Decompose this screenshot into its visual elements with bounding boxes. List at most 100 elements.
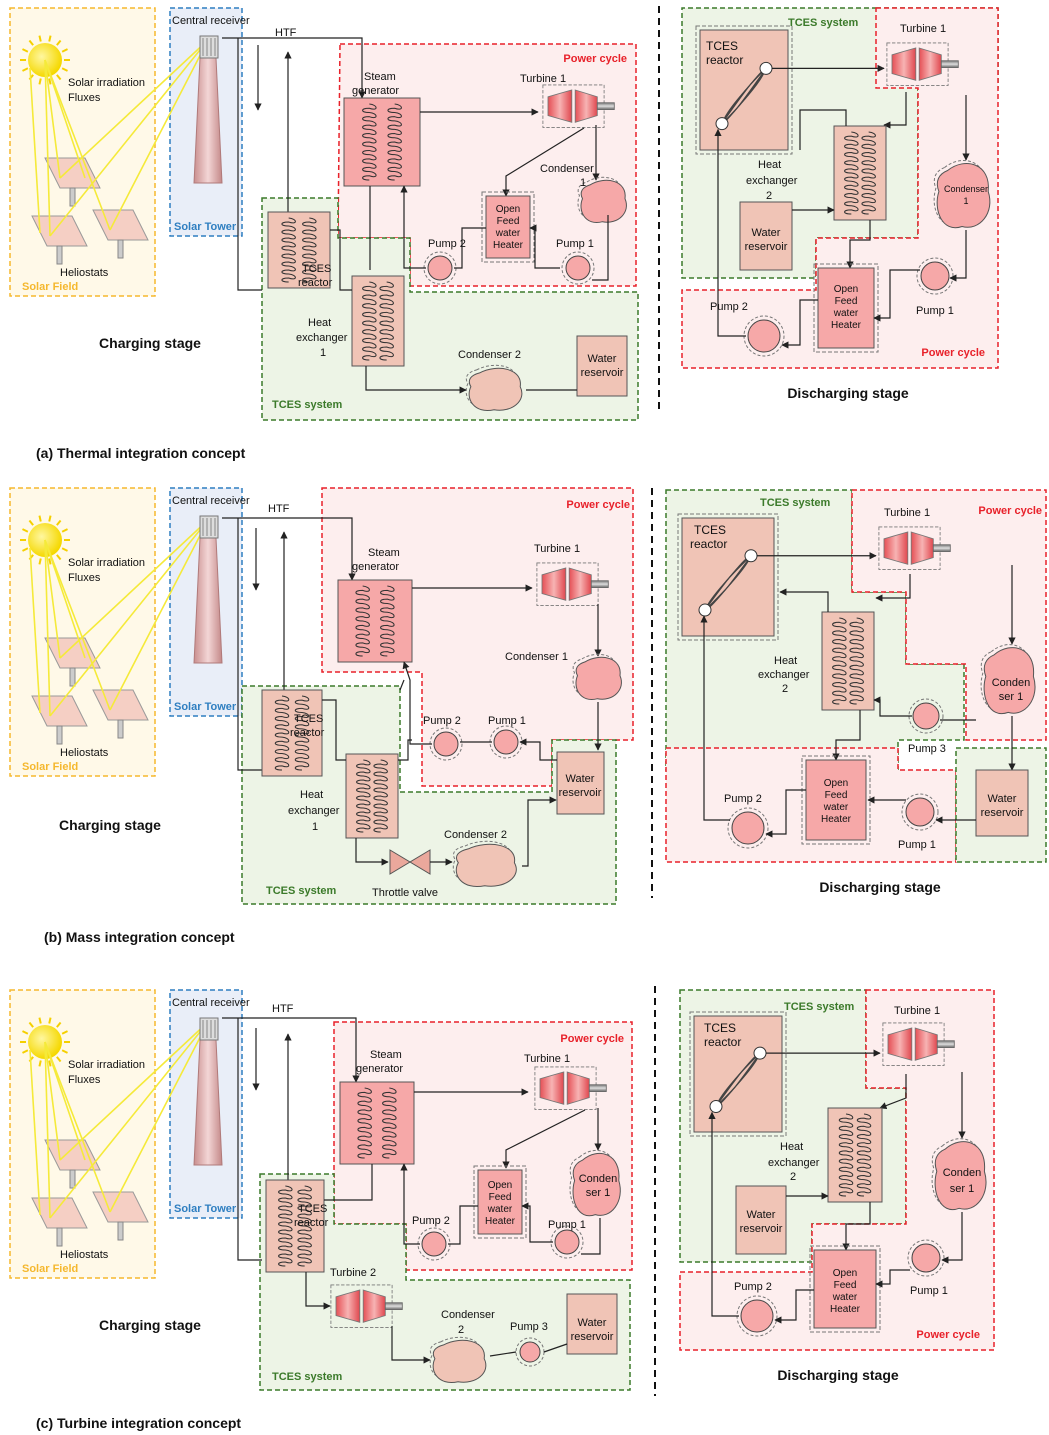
pipe-line (305, 1272, 331, 1310)
heliostat-post (117, 239, 124, 259)
condenser-2 (429, 1336, 487, 1384)
label-labels-conden: Conden (943, 1167, 982, 1179)
heliostat-panel (31, 695, 88, 727)
condenser-2 (465, 364, 523, 412)
heliostat-post (117, 1221, 124, 1241)
heliostat-post (69, 667, 76, 687)
pipe-line (774, 1289, 814, 1324)
heliostat-post (56, 1227, 63, 1247)
pump-body (740, 1299, 774, 1333)
label-labels-power_cycle: Power cycle (978, 505, 1042, 517)
label-labels-exchanger: exchanger (288, 805, 340, 817)
coil (294, 695, 310, 771)
label-labels-ser_1: ser 1 (586, 1187, 610, 1199)
label-labels-throttle_valve: Throttle valve (372, 887, 438, 899)
condenser-body (572, 1152, 621, 1217)
label-labels-ser_1: ser 1 (950, 1183, 974, 1195)
power-cycle-zone (681, 7, 999, 369)
coil (844, 131, 859, 215)
irradiation-ray (44, 1041, 111, 1213)
receiver-icon (199, 35, 219, 59)
reactor-port (759, 61, 773, 75)
label-labels-water_word: Water (988, 793, 1017, 805)
label-labels-solar_irradiation: Solar irradiation (68, 1059, 145, 1071)
label-labels-reactor: reactor (298, 277, 333, 289)
pump-icon (901, 793, 939, 831)
pipe-line (779, 588, 829, 612)
label-labels-heat: Heat (308, 317, 331, 329)
label-labels-feed: Feed (497, 216, 520, 227)
sun-ray (61, 547, 68, 552)
pipe-line (222, 517, 356, 581)
sun-ray (48, 1060, 52, 1067)
sun-ray (28, 39, 34, 46)
label-labels-water_word: Water (566, 773, 595, 785)
label-labels-pump_1: Pump 1 (488, 715, 526, 727)
steam-generator-body (343, 97, 421, 187)
label-labels-exchanger: exchanger (758, 669, 810, 681)
steam-generator-body (339, 1081, 415, 1165)
pipe-line (521, 1202, 553, 1243)
sun-ray (22, 528, 29, 533)
label-labels-pump_1: Pump 1 (898, 839, 936, 851)
heliostat-post (117, 719, 124, 739)
condenser-body (455, 843, 517, 888)
sun-ray (38, 35, 42, 42)
label-labels-central_receiver: Central receiver (172, 495, 250, 507)
label-labels-htf: HTF (272, 1003, 294, 1015)
label-labels-exchanger: exchanger (746, 175, 798, 187)
pipe-line (941, 1212, 963, 1264)
irradiation-ray (44, 1041, 51, 1219)
label-labels-cond_small_1: Condenser (944, 184, 988, 194)
turbine-icon (882, 1022, 955, 1066)
turbine-icon (534, 1066, 607, 1110)
sun-ray (22, 48, 29, 53)
label-labels-charging_stage: Charging stage (99, 1317, 201, 1333)
condenser-body (580, 179, 627, 223)
turbine-stage (568, 567, 592, 601)
label-labels-pump_3: Pump 3 (908, 743, 946, 755)
pump-dash (550, 1225, 584, 1259)
pipe-line (391, 1326, 431, 1364)
label-labels-condenser_num_2: 2 (458, 1324, 464, 1336)
label-labels-solar_field: Solar Field (22, 281, 78, 293)
pipe-line (237, 1018, 262, 1261)
label-labels-heliostats: Heliostats (60, 267, 109, 279)
label-labels-ser_1: ser 1 (999, 691, 1023, 703)
label-labels-solar_field: Solar Field (22, 1263, 78, 1275)
pipe-line (355, 838, 389, 866)
coil (357, 1087, 372, 1159)
label-labels-pump_2: Pump 2 (412, 1215, 450, 1227)
sun-ray (48, 1017, 52, 1024)
reflected-ray (49, 519, 209, 717)
label-labels-cond_small_2: 1 (963, 196, 968, 206)
label-labels-fluxes: Fluxes (68, 1074, 101, 1086)
coil (274, 695, 290, 771)
pipe-line (949, 230, 967, 282)
label-labels-heater: Heater (493, 240, 524, 251)
sun-ray (22, 547, 29, 552)
condenser-dash (452, 840, 514, 885)
label-labels-turbine_1: Turbine 1 (524, 1053, 570, 1065)
pipe-line (222, 1017, 360, 1083)
irradiation-ray (29, 1049, 41, 1216)
irradiation-ray (44, 59, 51, 237)
pipe-line (237, 518, 262, 771)
label-labels-open: Open (496, 204, 520, 215)
coil (832, 617, 847, 705)
label-labels-solar_tower: Solar Tower (174, 221, 237, 233)
pump-body (565, 255, 591, 281)
turbine-icon (536, 562, 609, 606)
pipe-line (448, 1205, 478, 1245)
label-labels-reservoir: reservoir (571, 1331, 614, 1343)
label-labels-hx_num_1: 1 (320, 347, 326, 359)
heat-exchanger-1 (345, 753, 399, 839)
open-feed-water-heater-body (485, 195, 531, 259)
pump-dash (727, 807, 769, 849)
turbine-shaft (932, 544, 951, 552)
irradiation-ray (44, 539, 61, 659)
